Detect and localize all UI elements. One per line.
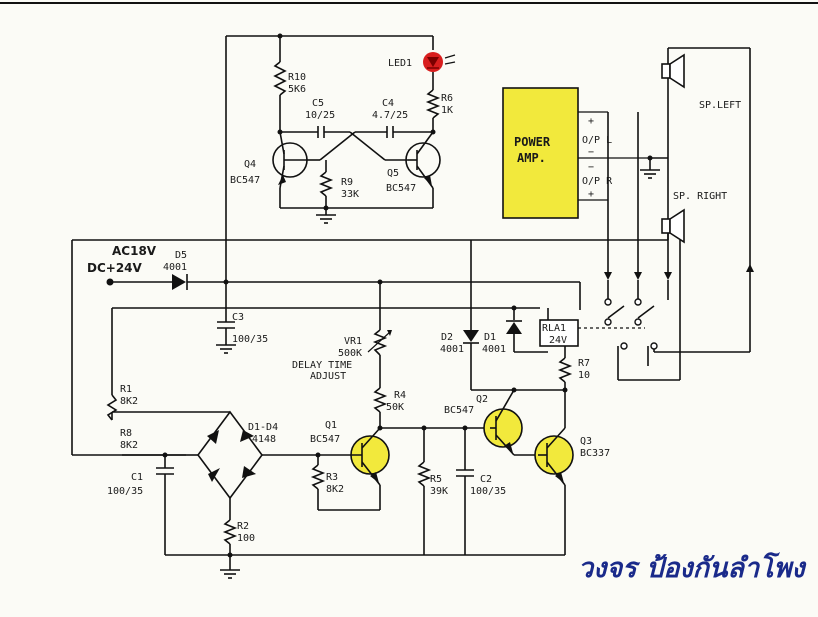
vr1-note-1: DELAY TIME (292, 360, 352, 371)
c1-value: 100/35 (107, 486, 143, 497)
q2-value: BC547 (444, 405, 474, 416)
c2-label: C2 (480, 474, 492, 485)
amp-label-2: AMP. (517, 151, 546, 165)
r8-value: 8K2 (120, 440, 138, 451)
r6-value: 1K (441, 105, 453, 116)
q3-value: BC337 (580, 448, 610, 459)
r1-value: 8K2 (120, 396, 138, 407)
q5-value: BC547 (386, 183, 416, 194)
output-right-label: O/P R (582, 176, 613, 187)
out-r-plus: + (588, 189, 594, 200)
d2-label: D2 (441, 332, 453, 343)
output-left-label: O/P L (582, 135, 612, 146)
q1-transistor (345, 427, 390, 486)
detector-section: R1 8K2 R8 8K2 C1 100/35 D1-D4 4148 R2 (106, 282, 565, 579)
r9-value: 33K (341, 189, 359, 200)
r5-label: R5 (430, 474, 442, 485)
multivibrator-section: R10 5K6 LED1 R6 1K C5 10/25 C4 4.7/25 (225, 33, 456, 282)
r9-label: R9 (341, 177, 353, 188)
q4-value: BC547 (230, 175, 260, 186)
r6-label: R6 (441, 93, 453, 104)
speaker-wiring: SP.LEFT SP. RIGHT (578, 47, 754, 381)
led1-label: LED1 (388, 58, 412, 69)
r3-resistor (310, 464, 326, 490)
r2-value: 100 (237, 533, 255, 544)
q4-label: Q4 (244, 159, 256, 170)
d5-value: 4001 (163, 262, 187, 273)
c3-label: C3 (232, 312, 244, 323)
q1-label: Q1 (325, 420, 337, 431)
c5-value: 10/25 (305, 110, 335, 121)
q4-transistor (272, 131, 308, 189)
d1-diode (506, 322, 522, 334)
speaker-left-label: SP.LEFT (699, 100, 741, 111)
r5-resistor (416, 461, 432, 487)
speaker-right-icon (661, 208, 685, 244)
d5-label: D5 (175, 250, 187, 261)
out-l-plus: + (588, 116, 594, 127)
q5-transistor (405, 131, 441, 189)
signature-text: วงจร ป้องกันลำโพง (578, 551, 807, 584)
vr1-note-2: ADJUST (310, 371, 346, 382)
q3-transistor (534, 427, 574, 486)
r2-label: R2 (237, 521, 249, 532)
r3-label: R3 (326, 472, 338, 483)
d2-value: 4001 (440, 344, 464, 355)
r7-resistor (557, 357, 573, 383)
r10-label: R10 (288, 72, 306, 83)
relay-name-label: RLA1 (542, 323, 566, 334)
speaker-left-icon (661, 53, 685, 89)
q1-value: BC547 (310, 434, 340, 445)
bridge-value: 4148 (252, 434, 276, 445)
c4-label: C4 (382, 98, 394, 109)
c1-label: C1 (131, 472, 143, 483)
power-amp-block: POWER AMP. O/P L O/P R + − − + (502, 87, 650, 219)
power-dc-label: DC+24V (87, 261, 143, 275)
d2-diode (463, 330, 479, 342)
r4-label: R4 (394, 390, 406, 401)
relay-voltage-label: 24V (549, 335, 567, 346)
amp-label-1: POWER (514, 135, 551, 149)
r1-resistor (106, 394, 118, 421)
q3-label: Q3 (580, 436, 592, 447)
r8-label: R8 (120, 428, 132, 439)
r5-value: 39K (430, 486, 448, 497)
bridge-label: D1-D4 (248, 422, 278, 433)
r6-resistor (425, 89, 441, 119)
out-l-minus: − (588, 147, 594, 158)
r3-value: 8K2 (326, 484, 344, 495)
c3-value: 100/35 (232, 334, 268, 345)
c2-value: 100/35 (470, 486, 506, 497)
d5-diode (172, 274, 186, 290)
r7-value: 10 (578, 370, 590, 381)
q5-label: Q5 (387, 168, 399, 179)
relay-coil (539, 319, 579, 347)
out-r-minus: − (588, 162, 594, 173)
r4-value: 50K (386, 402, 404, 413)
speaker-right-label: SP. RIGHT (673, 191, 727, 202)
c5-label: C5 (312, 98, 324, 109)
vr1-label: VR1 (344, 336, 362, 347)
r10-value: 5K6 (288, 84, 306, 95)
r4-resistor (372, 387, 388, 413)
d1-value: 4001 (482, 344, 506, 355)
power-ac-label: AC18V (112, 244, 157, 258)
r2-resistor (222, 519, 238, 545)
vr1-potentiometer (372, 329, 388, 356)
d1-label: D1 (484, 332, 496, 343)
vr1-value: 500K (338, 348, 362, 359)
r7-label: R7 (578, 358, 590, 369)
relay-driver-section: D2 4001 D1 4001 RLA1 24V R7 10 (440, 240, 645, 555)
r10-resistor (273, 61, 287, 96)
c4-value: 4.7/25 (372, 110, 408, 121)
r9-resistor (318, 171, 334, 197)
r1-label: R1 (120, 384, 132, 395)
q2-transistor (483, 389, 523, 456)
power-input-section: AC18V DC+24V D5 4001 C3 100/35 (71, 239, 581, 456)
q2-label: Q2 (476, 394, 488, 405)
